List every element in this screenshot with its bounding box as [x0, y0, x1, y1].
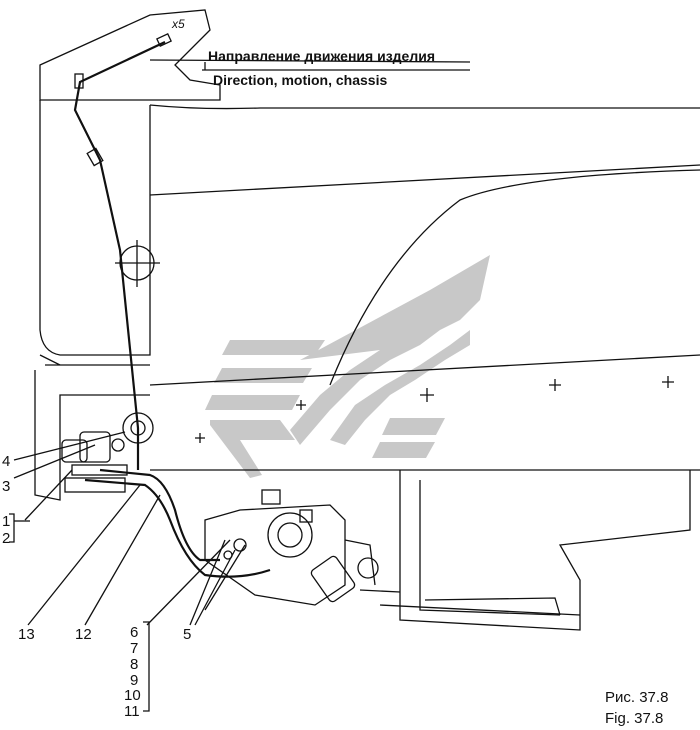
connector-x5: [156, 32, 172, 48]
mark-5: [420, 388, 434, 402]
fender-curve: [329, 169, 700, 386]
direction-label-ru: Направление движения изделия: [208, 48, 436, 64]
callout-9: 9: [130, 672, 139, 689]
seat-outline: [39, 9, 221, 101]
mark-3: [296, 400, 306, 410]
callout-11: 11: [124, 703, 140, 720]
callout-1: 1: [2, 513, 11, 530]
callout-5: 5: [183, 626, 192, 643]
callout-2: 2: [2, 530, 11, 547]
callout-3: 3: [2, 478, 11, 495]
callout-12: 12: [75, 626, 92, 643]
callout-4: 4: [2, 453, 11, 470]
watermark-logo: [205, 255, 490, 478]
mark-1: [549, 379, 561, 391]
direction-label-en: Direction, motion, chassis: [213, 72, 388, 88]
callout-13: 13: [18, 626, 35, 643]
callout-8: 8: [130, 656, 139, 673]
figure-caption-ru: Рис. 37.8: [605, 689, 669, 706]
starter-assembly: [204, 489, 379, 606]
callout-10: 10: [124, 687, 141, 704]
figure-caption-en: Fig. 37.8: [605, 710, 664, 727]
cabin-body: [39, 100, 151, 356]
tank-bracket: [399, 470, 691, 631]
mark-2: [662, 376, 674, 388]
callout-6: 6: [130, 624, 139, 641]
callout-7: 7: [130, 640, 139, 657]
mark-4: [195, 433, 205, 443]
wire-harness: [73, 41, 166, 470]
connector-tag: x5: [172, 17, 185, 31]
